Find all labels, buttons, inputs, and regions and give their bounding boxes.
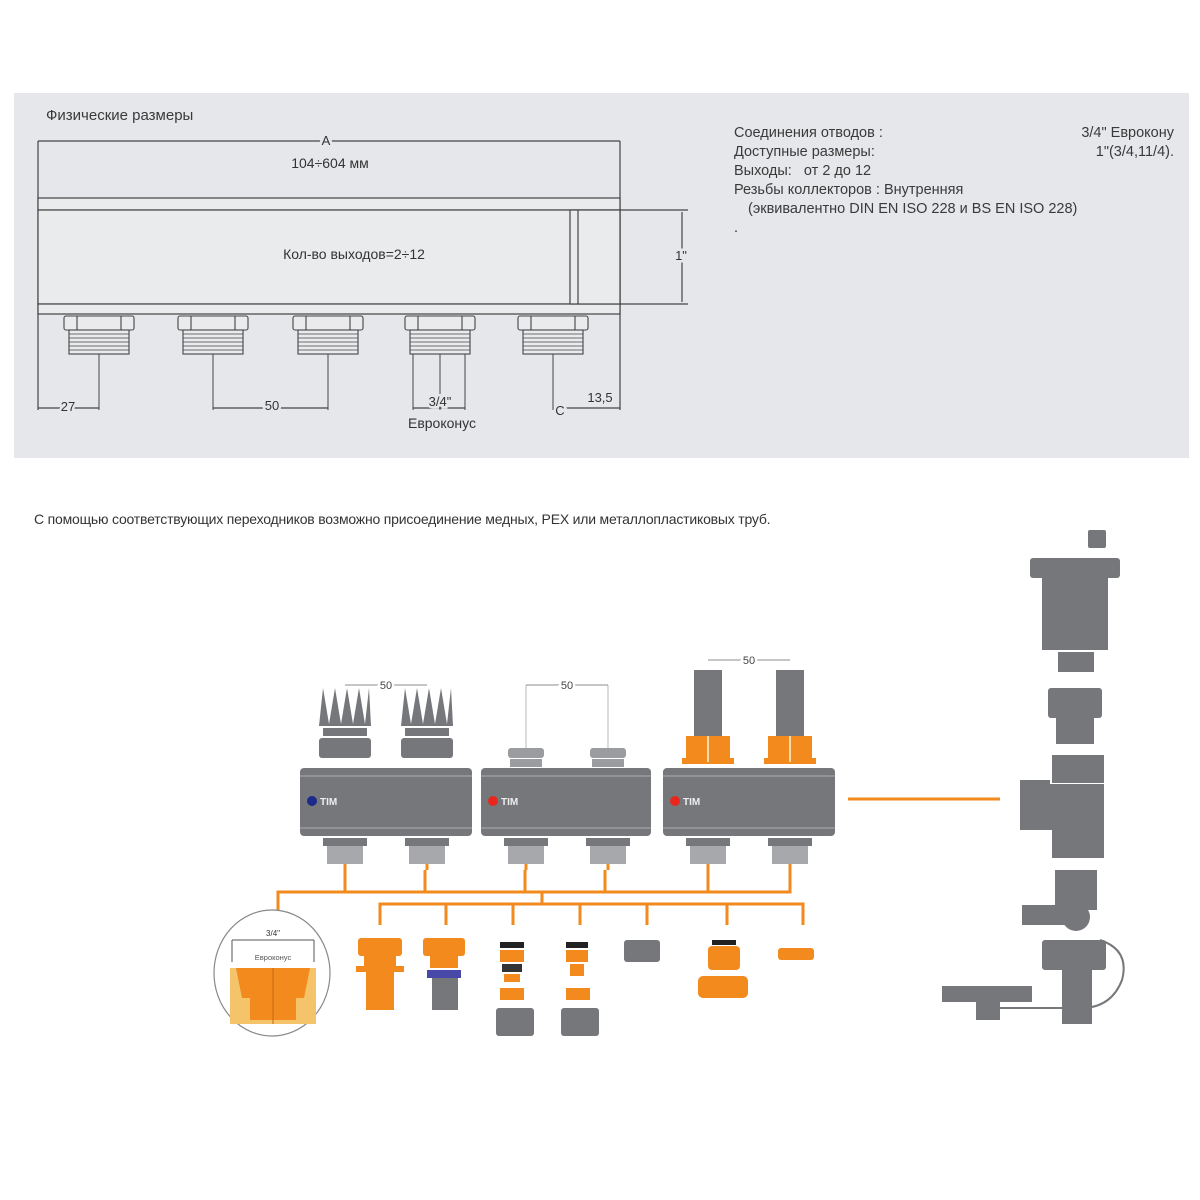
flow-meter bbox=[776, 670, 804, 736]
pitch-label: 50 bbox=[561, 680, 573, 692]
pitch-label: 50 bbox=[743, 655, 755, 667]
compression-adapter-b bbox=[561, 942, 599, 1036]
outlet-fitting bbox=[63, 315, 135, 410]
brand-label: TIM bbox=[683, 797, 700, 808]
outlet-fitting bbox=[517, 315, 589, 410]
outlet-fitting bbox=[177, 315, 249, 410]
thermostatic-head bbox=[401, 738, 453, 758]
manifold-valve-caps: TIM 50 bbox=[481, 678, 651, 870]
spec-label: . bbox=[734, 220, 739, 236]
manifold-top-strip bbox=[37, 197, 621, 211]
valve-cap bbox=[590, 748, 626, 758]
manifold-bottom-strip bbox=[37, 303, 621, 315]
detail-size: 3/4" bbox=[266, 929, 280, 938]
outlet-type: Евроконус bbox=[408, 415, 476, 431]
dim-height-value: 1" bbox=[675, 248, 687, 263]
dim-pitch: 50 bbox=[265, 398, 279, 413]
thermostatic-head bbox=[319, 738, 371, 758]
manifold-thermostatic-heads: TIM 50 bbox=[300, 678, 472, 870]
spec-row: Соединения отводов : 3/4" Еврокону bbox=[734, 124, 1174, 143]
body-label: Кол-во выходов=2÷12 bbox=[283, 246, 425, 262]
indicator-dot bbox=[307, 796, 317, 806]
plug-cap bbox=[624, 940, 660, 962]
spec-list: Соединения отводов : 3/4" Еврокону Доступ… bbox=[734, 124, 1174, 238]
pex-barb-adapter bbox=[356, 938, 404, 1010]
spec-label: Резьбы коллекторов : Внутренняя bbox=[734, 182, 964, 198]
spec-label: Соединения отводов : bbox=[734, 125, 883, 141]
manifold-flow-meters: TIM 50 bbox=[663, 653, 835, 870]
indicator-dot bbox=[670, 796, 680, 806]
outlet-fitting bbox=[404, 315, 476, 410]
dim-c-value: 13,5 bbox=[587, 390, 612, 405]
spec-row: Доступные размеры: 1"(3/4,11/4). bbox=[734, 143, 1174, 162]
eurocone-detail: 3/4" Евроконус bbox=[213, 909, 331, 1037]
spec-row: Резьбы коллекторов : Внутренняя bbox=[734, 181, 1174, 200]
manifold-body bbox=[663, 768, 835, 836]
dim-left-offset: 27 bbox=[61, 399, 75, 414]
valve-cap bbox=[508, 748, 544, 758]
outlet-fitting bbox=[292, 315, 364, 410]
union-adapter bbox=[698, 940, 748, 998]
vent-cap bbox=[1088, 530, 1106, 548]
compression-adapter-a bbox=[496, 942, 534, 1036]
indicator-dot bbox=[488, 796, 498, 806]
spec-label: (эквивалентно DIN EN ISO 228 и BS EN ISO… bbox=[748, 201, 1078, 217]
spec-row: Выходы: от 2 до 12 bbox=[734, 162, 1174, 181]
dimension-drawing: A 104÷604 мм Кол-во выходов=2÷12 1" 27 5… bbox=[37, 130, 690, 431]
copper-adapter bbox=[423, 938, 465, 1010]
dimensions-title: Физические размеры bbox=[46, 107, 194, 124]
brand-label: TIM bbox=[320, 797, 337, 808]
air-vent-assembly bbox=[942, 530, 1125, 1024]
connector-tree bbox=[276, 797, 1000, 925]
dim-a-label: A bbox=[322, 133, 331, 148]
spec-value: 3/4" Еврокону bbox=[1081, 125, 1174, 141]
dim-c-label: C bbox=[555, 403, 564, 418]
caption: С помощью соответствующих переходников в… bbox=[34, 511, 771, 527]
manifold-body bbox=[481, 768, 651, 836]
spec-value: 1"(3/4,11/4). bbox=[1095, 144, 1174, 160]
flow-meter bbox=[694, 670, 722, 736]
manifold-body bbox=[37, 209, 621, 305]
spec-label: Доступные размеры: bbox=[734, 144, 875, 160]
spec-row: . bbox=[734, 219, 1174, 238]
pitch-label: 50 bbox=[380, 680, 392, 692]
dim-outlet: 3/4" bbox=[429, 394, 452, 409]
spec-row: (эквивалентно DIN EN ISO 228 и BS EN ISO… bbox=[734, 200, 1174, 219]
dim-a-value: 104÷604 мм bbox=[291, 155, 369, 171]
brand-label: TIM bbox=[501, 797, 518, 808]
spec-label: Выходы: от 2 до 12 bbox=[734, 163, 872, 179]
detail-label: Евроконус bbox=[255, 953, 292, 962]
manifold-body bbox=[300, 768, 472, 836]
end-cap bbox=[778, 948, 814, 960]
